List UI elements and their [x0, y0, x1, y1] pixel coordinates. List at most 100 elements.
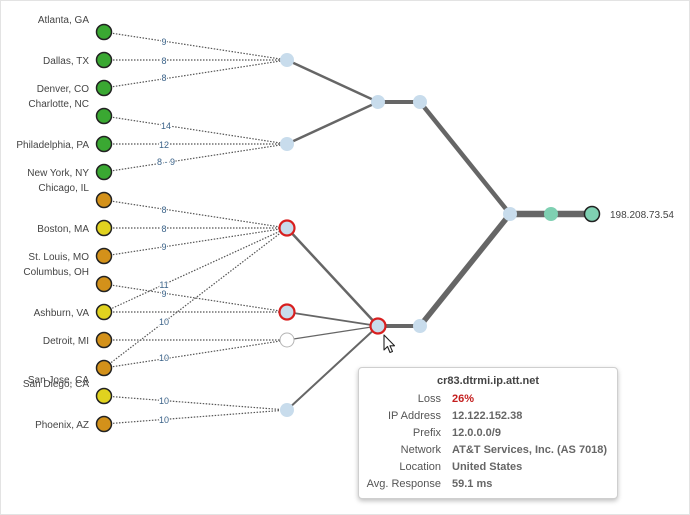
probe-link — [103, 283, 288, 313]
agent-label: Chicago, IL — [38, 183, 89, 194]
latency-label: 8 - 9 — [157, 157, 175, 167]
agent-node[interactable] — [95, 107, 113, 125]
tooltip-key: Avg. Response — [366, 478, 441, 490]
tooltip-row-loss: Loss 26% — [359, 391, 617, 408]
route-link — [286, 325, 379, 341]
agent-node[interactable] — [95, 135, 113, 153]
agent-label: San Jose, CA — [28, 375, 89, 386]
agent-node[interactable] — [95, 219, 113, 237]
agent-node[interactable] — [95, 359, 113, 377]
mouse-pointer-icon — [383, 334, 396, 354]
router-hop-node[interactable] — [503, 207, 517, 221]
agent-node[interactable] — [95, 191, 113, 209]
tooltip-value: 12.122.152.38 — [452, 410, 523, 422]
latency-label: 8 — [161, 224, 166, 234]
tooltip-value: United States — [452, 461, 523, 473]
agent-node[interactable] — [95, 331, 113, 349]
hop-tooltip: cr83.dtrmi.ip.att.net Loss 26% IP Addres… — [358, 367, 618, 499]
tooltip-row-location: Location United States — [359, 459, 617, 476]
probe-link — [103, 339, 288, 369]
agent-label: Atlanta, GA — [38, 15, 89, 26]
tooltip-row-network: Network AT&T Services, Inc. (AS 7018) — [359, 442, 617, 459]
router-hop-node[interactable] — [544, 207, 558, 221]
agent-label: Columbus, OH — [23, 267, 89, 278]
router-hop-node[interactable] — [413, 95, 427, 109]
latency-label: 9 — [161, 242, 166, 252]
probe-link — [103, 409, 288, 425]
router-hop-loss-node[interactable] — [278, 219, 296, 237]
route-link — [417, 99, 513, 217]
latency-label: 11 — [159, 280, 168, 290]
latency-label: 8 — [161, 73, 166, 83]
agent-node[interactable] — [95, 23, 113, 41]
agent-node[interactable] — [95, 303, 113, 321]
router-hop-loss-node[interactable] — [278, 303, 296, 321]
router-hop-node[interactable] — [280, 137, 294, 151]
agent-node[interactable] — [95, 247, 113, 265]
tooltip-row-response: Avg. Response 59.1 ms — [359, 476, 617, 493]
tooltip-row-prefix: Prefix 12.0.0.0/9 — [359, 425, 617, 442]
probe-link — [103, 115, 288, 145]
route-link — [285, 226, 380, 328]
probe-link — [103, 395, 288, 411]
router-hop-node[interactable] — [280, 403, 294, 417]
agent-node[interactable] — [95, 275, 113, 293]
agent-node[interactable] — [95, 415, 113, 433]
latency-label: 10 — [159, 415, 169, 425]
probe-link — [103, 143, 288, 173]
router-hop-unknown-node[interactable] — [279, 332, 295, 348]
agent-label: Boston, MA — [37, 224, 89, 235]
probe-link — [103, 227, 288, 369]
agent-label: Ashburn, VA — [34, 308, 90, 319]
agent-node[interactable] — [95, 79, 113, 97]
tooltip-row-ip: IP Address 12.122.152.38 — [359, 408, 617, 425]
route-link — [286, 325, 379, 411]
node-labels: Atlanta, GA Dallas, TX Denver, CO Charlotte… — [16, 15, 674, 431]
probe-link — [103, 199, 288, 229]
agent-label: Phoenix, AZ — [35, 420, 89, 431]
tooltip-key: IP Address — [388, 410, 441, 422]
route-link — [285, 100, 380, 146]
agent-label: Dallas, TX — [43, 56, 89, 67]
target-label: 198.208.73.54 — [610, 210, 674, 221]
agent-node[interactable] — [95, 387, 113, 405]
agent-label: Charlotte, NC — [28, 99, 89, 110]
tooltip-key: Prefix — [412, 427, 441, 439]
router-hop-node[interactable] — [413, 319, 427, 333]
agent-label: San Diego, CA — [23, 379, 89, 390]
agent-label: Denver, CO — [37, 84, 89, 95]
tooltip-key: Network — [400, 444, 441, 456]
latency-label: 10 — [159, 396, 169, 406]
tooltip-value: AT&T Services, Inc. (AS 7018) — [452, 444, 608, 456]
probe-link — [103, 227, 288, 313]
agent-label: New York, NY — [27, 168, 89, 179]
latency-label: 9 — [161, 289, 166, 299]
router-hop-loss-node[interactable] — [369, 317, 387, 335]
latency-label: 9 — [161, 37, 166, 47]
agent-label: Philadelphia, PA — [16, 140, 89, 151]
tooltip-key: Loss — [417, 393, 441, 405]
tooltip-hostname: cr83.dtrmi.ip.att.net — [436, 375, 540, 387]
latency-label: 8 — [161, 56, 166, 66]
probe-link — [103, 59, 288, 89]
route-link — [417, 211, 513, 329]
target-node[interactable] — [583, 205, 601, 223]
latency-label: 8 — [161, 205, 166, 215]
agent-label: St. Louis, MO — [28, 252, 89, 263]
agent-label: Detroit, MI — [43, 336, 89, 347]
route-link — [285, 58, 380, 104]
agent-node[interactable] — [95, 51, 113, 69]
probe-link — [103, 31, 288, 61]
agent-node[interactable] — [95, 163, 113, 181]
tooltip-value: 26% — [452, 393, 475, 405]
tooltip-value: 12.0.0.0/9 — [452, 427, 501, 439]
latency-label: 14 — [161, 121, 171, 131]
latency-label: 12 — [159, 140, 169, 150]
router-hop-node[interactable] — [371, 95, 385, 109]
tooltip-key: Location — [399, 461, 441, 473]
router-hop-node[interactable] — [280, 53, 294, 67]
latency-label: 10 — [159, 353, 169, 363]
path-nodes — [95, 23, 601, 433]
